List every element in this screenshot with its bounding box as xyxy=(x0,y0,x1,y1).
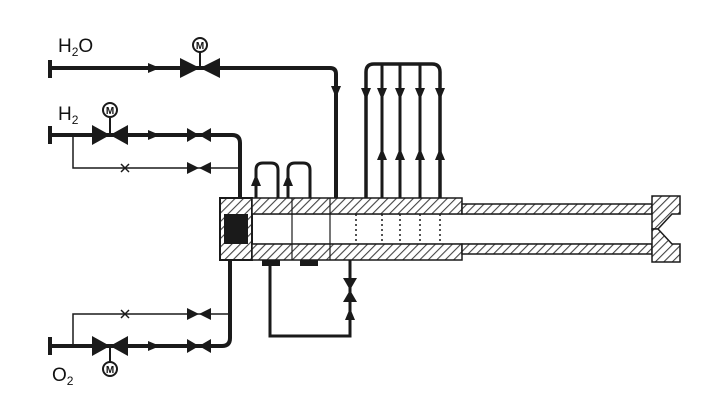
hydrogen-label: H2 xyxy=(58,104,79,127)
oxygen-valve-motor-icon xyxy=(102,361,118,377)
manifold-up-arrows xyxy=(377,148,445,160)
water-motor-valve[interactable]: M xyxy=(180,37,220,78)
hydrogen-bypass-pipe xyxy=(72,135,240,169)
oxygen-flow-arrow xyxy=(148,341,160,351)
hydrogen-valve-motor-icon xyxy=(102,102,118,118)
water-valve-motor-icon xyxy=(192,37,208,53)
water-flow-arrow xyxy=(148,63,160,73)
return-pipe xyxy=(268,260,352,338)
return-valve[interactable] xyxy=(343,278,357,302)
hydrogen-motor-valve[interactable]: M xyxy=(92,102,128,145)
coolant-manifold xyxy=(361,62,445,198)
nozzle-flange-lower xyxy=(651,228,681,263)
oxygen-bypass-pipe xyxy=(72,313,230,346)
manifold-frame xyxy=(364,62,442,198)
hydrogen-line: M H2 xyxy=(48,102,242,206)
injector-core xyxy=(224,214,248,244)
chamber-bore xyxy=(251,213,655,245)
oxygen-check-valve[interactable] xyxy=(187,339,211,353)
water-line: M H2O xyxy=(48,36,341,208)
oxygen-line: M O2 xyxy=(48,246,232,388)
hydrogen-valve-motor-letter: M xyxy=(106,106,114,117)
oxygen-main-pipe xyxy=(50,246,232,348)
return-flow-arrow xyxy=(345,308,355,320)
combustion-chamber xyxy=(219,195,681,266)
outlet-loop-1 xyxy=(254,161,280,198)
lower-return-loop xyxy=(268,260,357,338)
hydrogen-check-valve[interactable] xyxy=(187,128,211,142)
chamber-lower-wall xyxy=(251,243,463,261)
flange-notch-2 xyxy=(300,260,318,266)
injection-ports xyxy=(355,214,441,244)
hydrogen-bypass-cross xyxy=(120,163,130,173)
flange-notch-1 xyxy=(262,260,280,266)
oxygen-bypass-cross xyxy=(120,309,130,319)
nozzle-flange-upper xyxy=(651,195,681,230)
oxygen-motor-valve[interactable]: M xyxy=(92,336,128,377)
oxygen-bypass-valve[interactable] xyxy=(187,308,211,320)
water-pipe xyxy=(50,66,338,208)
outlet-loop-2 xyxy=(286,161,312,198)
tube-lower-wall xyxy=(461,243,653,255)
water-down-arrow xyxy=(331,86,341,98)
manifold-down-arrows xyxy=(361,88,445,100)
hydrogen-bypass-valve[interactable] xyxy=(187,162,211,174)
hydrogen-main-pipe xyxy=(50,133,242,206)
water-valve-motor-letter: M xyxy=(196,41,204,52)
hydrogen-flow-arrow xyxy=(148,130,160,140)
tube-upper-wall xyxy=(461,203,653,215)
chamber-upper-wall xyxy=(251,197,463,215)
outlet-loops xyxy=(251,161,312,198)
water-label: H2O xyxy=(58,36,93,59)
oxygen-valve-motor-letter: M xyxy=(106,365,114,376)
oxygen-label: O2 xyxy=(52,365,74,388)
